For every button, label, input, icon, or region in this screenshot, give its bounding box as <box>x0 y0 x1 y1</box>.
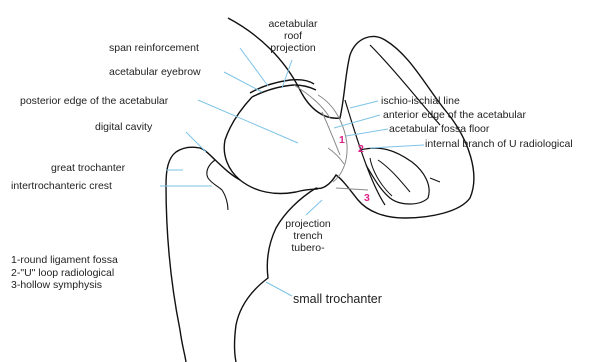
label-line: projection <box>278 218 338 230</box>
greater-trochanter-outline <box>166 147 240 362</box>
label-digital-cavity: digital cavity <box>95 121 152 133</box>
label-line: tubero- <box>278 242 338 254</box>
label-projection-trench: projection trench tubero- <box>278 218 338 254</box>
legend-item-3: 3-hollow symphysis <box>11 279 118 292</box>
label-line: projection <box>262 42 324 54</box>
label-line: acetabular <box>262 18 324 30</box>
label-small-trochanter: small trochanter <box>293 292 382 306</box>
label-anterior-edge: anterior edge of the acetabular <box>383 109 526 121</box>
label-span-reinforcement: span reinforcement <box>109 42 199 54</box>
legend-item-2: 2-"U" loop radiological <box>11 267 118 280</box>
marker-1: 1 <box>339 134 345 146</box>
small-trochanter-outline <box>235 188 317 362</box>
label-acetabular-eyebrow: acetabular eyebrow <box>109 66 201 78</box>
label-intertrochanteric-crest: intertrochanteric crest <box>11 180 112 192</box>
label-great-trochanter: great trochanter <box>51 162 125 174</box>
label-posterior-edge: posterior edge of the acetabular <box>20 95 168 107</box>
hollow-symphysis-line <box>336 188 368 190</box>
label-acetabular-roof-projection: acetabular roof projection <box>262 18 324 54</box>
legend-item-1: 1-round ligament fossa <box>11 254 118 267</box>
label-line: roof <box>262 30 324 42</box>
label-line: trench <box>278 230 338 242</box>
intertrochanteric-crest <box>207 160 228 210</box>
label-ischio-ischial-line: ischio-ischial line <box>381 95 460 107</box>
legend: 1-round ligament fossa 2-"U" loop radiol… <box>11 254 118 292</box>
marker-3: 3 <box>364 192 370 204</box>
label-acetabular-fossa-floor: acetabular fossa floor <box>389 123 489 135</box>
label-internal-branch: internal branch of U radiological <box>425 138 573 150</box>
marker-2: 2 <box>358 143 364 155</box>
